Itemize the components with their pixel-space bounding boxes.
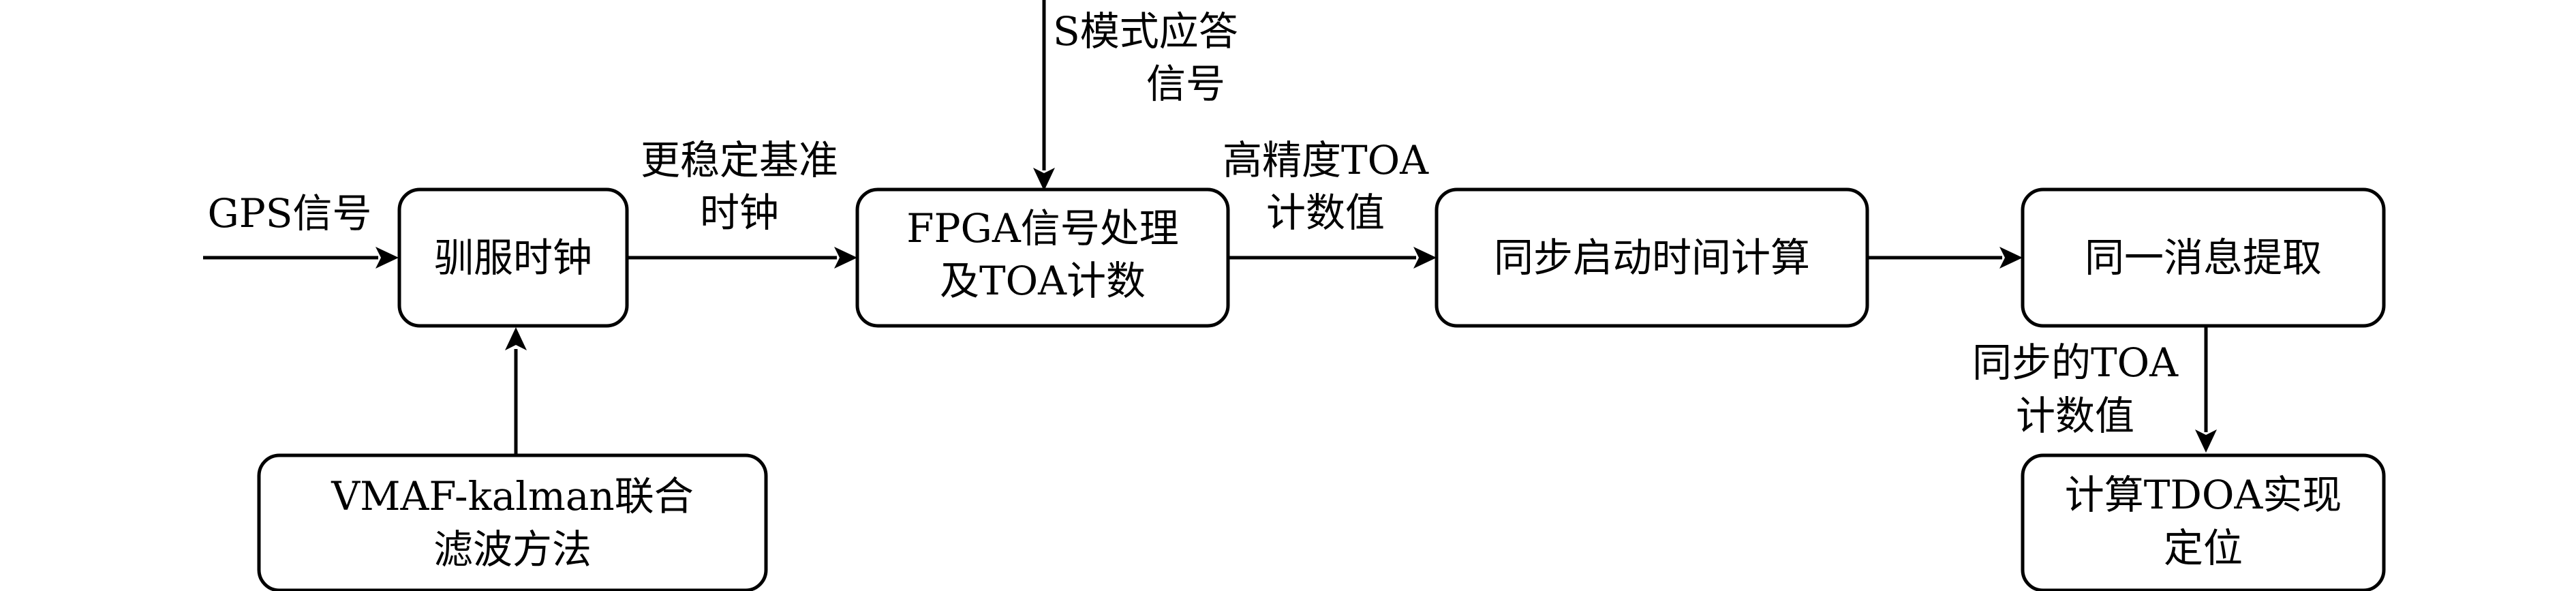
edge-labels: GPS信号 S模式应答 信号 更稳定基准 时钟 高精度TOA 计数值 同步的TO…: [207, 8, 2179, 439]
edge-stable-clock-label-line1: 更稳定基准: [641, 137, 838, 183]
node-sync-start-label: 同步启动时间计算: [1494, 234, 1810, 281]
arrowhead-gps: [375, 247, 399, 269]
node-labels: 驯服时钟 FPGA信号处理 及TOA计数 同步启动时间计算 同一消息提取 VMA…: [331, 205, 2342, 573]
node-sync-start: [1435, 187, 1869, 328]
node-tdoa-label-line2: 定位: [2164, 525, 2243, 571]
edge-smode-label-line1: S模式应答: [1053, 8, 1238, 55]
node-same-message: [2021, 187, 2386, 328]
arrowhead-fpga-sync: [1413, 247, 1437, 269]
edges: [203, 0, 2217, 455]
node-fpga-label-line1: FPGA信号处理: [906, 205, 1179, 252]
edge-gps-label: GPS信号: [207, 190, 371, 237]
arrowhead-vmaf-clock: [505, 327, 527, 350]
node-same-message-label: 同一消息提取: [2085, 234, 2322, 281]
node-vmaf-label-line1: VMAF-kalman联合: [331, 473, 694, 519]
node-vmaf-label-line2: 滤波方法: [433, 526, 592, 573]
node-taming-clock-label: 驯服时钟: [434, 234, 592, 281]
edge-toa-high-label-line1: 高精度TOA: [1223, 137, 1429, 183]
nodes: [257, 187, 2386, 591]
arrowhead-smode: [1033, 168, 1055, 191]
edge-stable-clock-label-line2: 时钟: [700, 190, 779, 236]
edge-toa-high-label-line2: 计数值: [1266, 190, 1385, 236]
arrowhead-clock-fpga: [834, 247, 857, 269]
edge-smode-label-line2: 信号: [1146, 61, 1225, 107]
node-fpga: [855, 187, 1230, 328]
node-tdoa: [2021, 453, 2386, 591]
node-taming-clock: [397, 187, 629, 328]
edge-sync-toa-label-line1: 同步的TOA: [1972, 339, 2179, 386]
node-fpga-label-line2: 及TOA计数: [940, 258, 1146, 304]
node-tdoa-label-line1: 计算TDOA实现: [2065, 472, 2342, 518]
arrowhead-sync-message: [1999, 247, 2023, 269]
arrowhead-message-tdoa: [2195, 429, 2217, 453]
node-vmaf: [257, 453, 768, 591]
edge-sync-toa-label-line2: 计数值: [2016, 393, 2134, 439]
